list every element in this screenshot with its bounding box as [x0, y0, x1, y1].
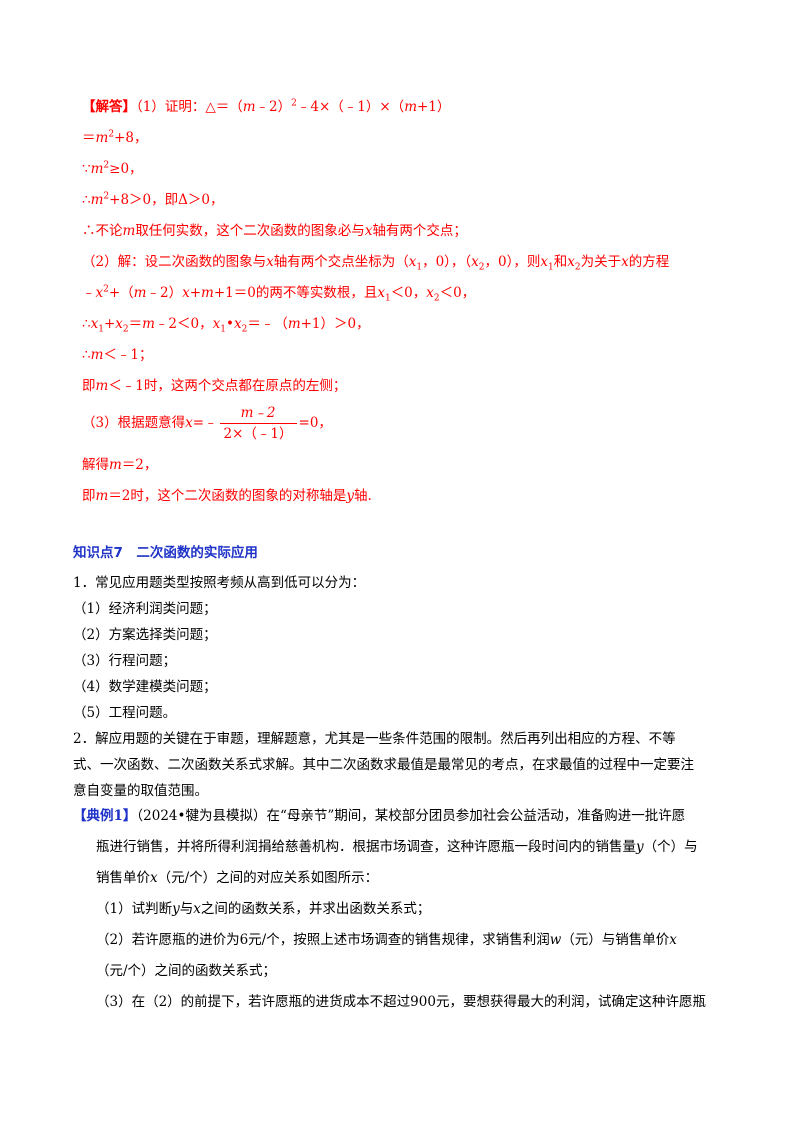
- solution-line-3: ∵m2≥0，: [82, 160, 143, 177]
- paragraph-2-line-2: 式、一次函数、二次函数关系式求解。其中二次函数求最值是最常见的考点，在求最值的过…: [73, 757, 694, 773]
- solution-line-13: 即m＝2时，这个二次函数的图象的对称轴是y轴.: [82, 488, 372, 504]
- solution-line-1: 【解答】（1）证明：△＝（m﹣2）2﹣4×（﹣1）×（m+1）: [82, 98, 451, 115]
- solution-tag: 【解答】: [82, 99, 136, 115]
- solution-line-2: ＝m2+8，: [82, 129, 148, 146]
- solution-line-4: ∴m2+8＞0，即Δ＞0，: [82, 191, 224, 208]
- paragraph-2-line-1: 2．解应用题的关键在于审题，理解题意，尤其是一些条件范围的限制。然后再列出相应的…: [73, 731, 676, 747]
- list-item: （2）方案选择类问题；: [73, 627, 217, 643]
- paragraph-1: 1．常见应用题类型按照考频从高到低可以分为：: [73, 575, 366, 591]
- example-line-1: 【典例1】（2024•犍为县模拟）在“母亲节”期间，某校部分团员参加社会公益活动…: [73, 808, 686, 824]
- solution-line-12: 解得m＝2，: [82, 457, 158, 473]
- solution-line-9: ∴m＜﹣1；: [82, 347, 153, 363]
- list-item: （3）行程问题；: [73, 653, 177, 669]
- solution-line-5: ∴不论m取任何实数，这个二次函数的图象必与x轴有两个交点；: [82, 223, 467, 239]
- solution-line-7: ﹣x2+（m﹣2）x+m+1＝0的两不等实数根，且x1＜0，x2＜0，: [82, 284, 476, 304]
- section-heading: 知识点7 二次函数的实际应用: [73, 545, 258, 561]
- example-line-3: 销售单价x（元/个）之间的对应关系如图所示：: [96, 870, 379, 886]
- question-3: （3）在（2）的前提下，若许愿瓶的进货成本不超过900元，要想获得最大的利润，试…: [96, 994, 706, 1010]
- list-item: （1）经济利润类问题；: [73, 601, 217, 617]
- example-tag: 【典例1】: [73, 808, 137, 824]
- question-2-line-1: （2）若许愿瓶的进价为6元/个，按照上述市场调查的销售规律，求销售利润w（元）与…: [96, 932, 677, 948]
- question-1: （1）试判断y与x之间的函数关系，并求出函数关系式；: [96, 901, 431, 917]
- solution-line-8: ∴x1+x2＝m﹣2＜0，x1•x2＝﹣（m+1）＞0，: [82, 316, 370, 335]
- solution-line-10: 即m＜﹣1时，这两个交点都在原点的左侧；: [82, 378, 347, 394]
- example-line-2: 瓶进行销售，并将所得利润捐给慈善机构．根据市场调查，这种许愿瓶一段时间内的销售量…: [96, 839, 698, 855]
- list-item: （4）数学建模类问题；: [73, 679, 217, 695]
- solution-line-6: （2）解：设二次函数的图象与x轴有两个交点坐标为（x1，0），（x2，0），则x…: [82, 254, 670, 273]
- paragraph-2-line-3: 意自变量的取值范围。: [73, 783, 208, 799]
- list-item: （5）工程问题。: [73, 705, 177, 721]
- question-2-line-2: （元/个）之间的函数关系式；: [96, 963, 277, 979]
